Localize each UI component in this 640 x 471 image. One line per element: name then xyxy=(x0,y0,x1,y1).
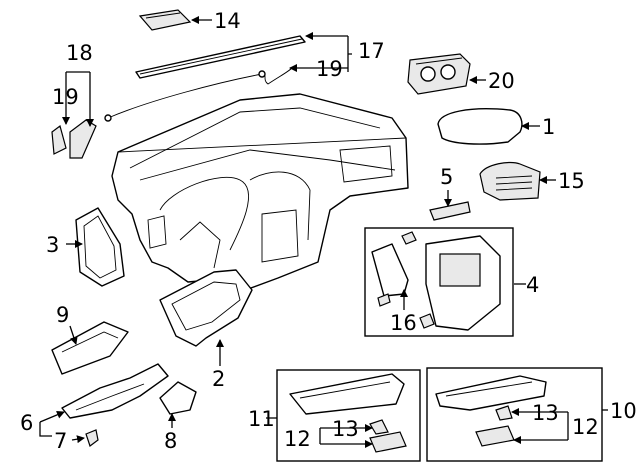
callout-15: 15 xyxy=(558,169,585,193)
callout-13-left: 13 xyxy=(332,417,359,441)
part-15-side-vent xyxy=(479,161,541,201)
part-3-side-panel xyxy=(75,207,125,287)
callout-12-right: 12 xyxy=(572,415,599,439)
callout-5: 5 xyxy=(440,165,453,189)
callout-1: 1 xyxy=(542,115,555,139)
callout-labels: 14 17 19 18 19 20 1 5 15 3 4 16 9 2 6 7 … xyxy=(20,9,637,453)
part-19-left-trim xyxy=(51,124,67,155)
part-9-knee-panel xyxy=(51,321,129,375)
leader-lines xyxy=(39,16,608,448)
part-17-defroster-strip xyxy=(135,35,306,79)
callout-13-right: 13 xyxy=(532,401,559,425)
callout-19-top: 19 xyxy=(316,57,343,81)
callout-10: 10 xyxy=(610,399,637,423)
part-7-fastener xyxy=(85,429,99,447)
callout-11: 11 xyxy=(248,407,275,431)
callout-9: 9 xyxy=(56,303,69,327)
part-2-cluster-bezel xyxy=(159,269,253,347)
callout-12-left: 12 xyxy=(284,427,311,451)
callout-2: 2 xyxy=(212,367,225,391)
part-19-sensor-wire xyxy=(104,67,293,122)
box-10-group xyxy=(426,367,603,462)
callout-14: 14 xyxy=(214,9,241,33)
callout-7: 7 xyxy=(54,429,67,453)
callout-18: 18 xyxy=(66,41,93,65)
instrument-panel-main xyxy=(111,93,409,293)
callout-4: 4 xyxy=(526,273,539,297)
callout-16: 16 xyxy=(390,311,417,335)
callout-8: 8 xyxy=(164,429,177,453)
part-20-vent-assembly xyxy=(407,53,471,95)
part-6-lower-trim xyxy=(61,363,169,419)
callout-3: 3 xyxy=(46,233,59,257)
part-18-bezel xyxy=(69,119,97,159)
callout-20: 20 xyxy=(488,69,515,93)
callout-19-left: 19 xyxy=(52,85,79,109)
callout-17: 17 xyxy=(358,39,385,63)
part-5-switch xyxy=(429,201,471,221)
part-1-pad-cover xyxy=(437,108,523,145)
part-14-cover xyxy=(138,9,192,31)
part-8-bracket xyxy=(159,381,197,415)
box-11-group xyxy=(276,369,421,462)
box-4-group xyxy=(364,227,514,337)
callout-6: 6 xyxy=(20,411,33,435)
